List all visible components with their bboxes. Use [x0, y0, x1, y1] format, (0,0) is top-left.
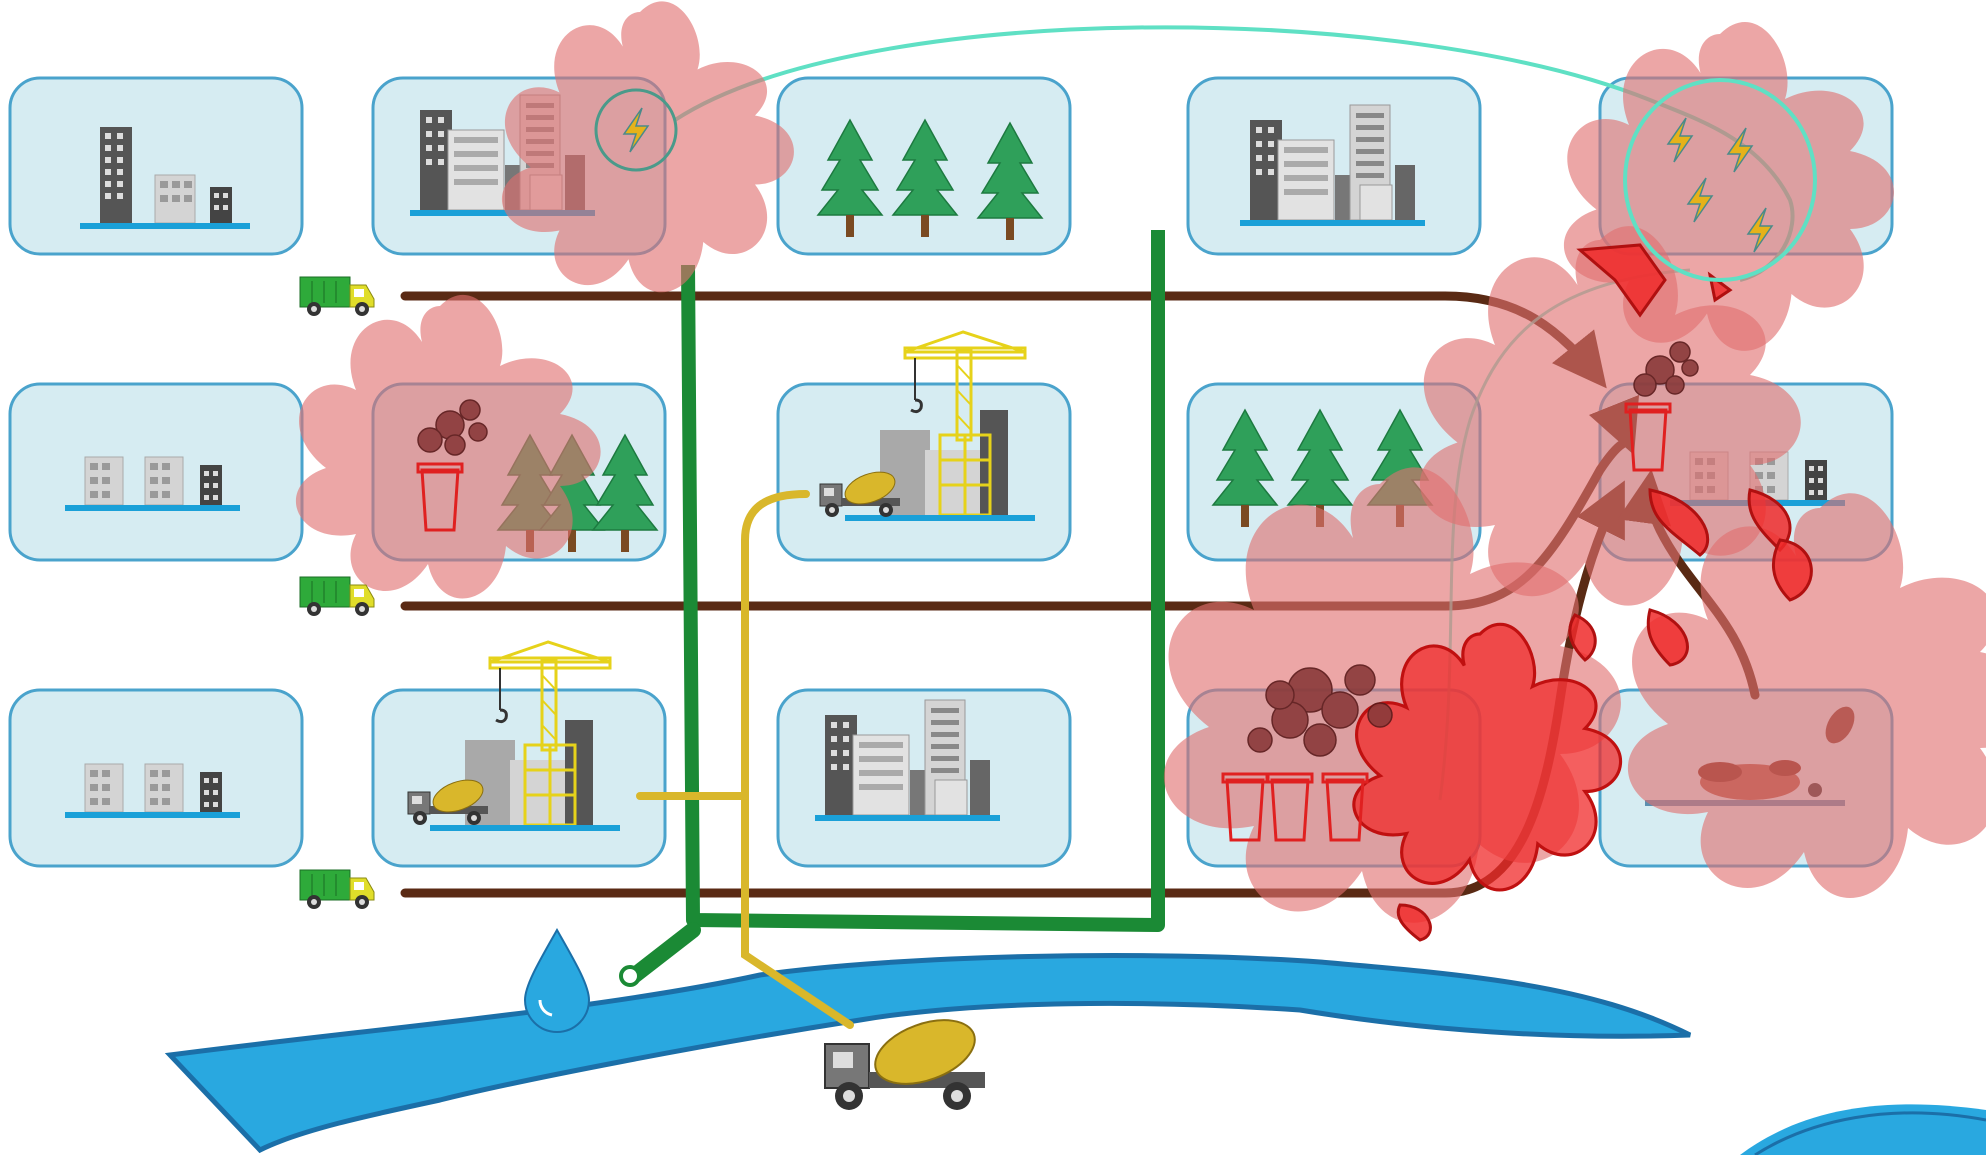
garbage-truck-icon — [299, 869, 375, 910]
concrete-pipes — [636, 490, 854, 1029]
contamination-fragments — [1396, 243, 1813, 942]
water-drop-icon — [523, 927, 591, 1033]
waste-pipe-top — [400, 291, 1607, 389]
garbage-truck-icon — [299, 276, 375, 317]
power-plant-icon — [1623, 78, 1817, 282]
power-plant-icon — [594, 88, 678, 172]
residential-building-icon — [64, 763, 241, 819]
residential-building-icon — [64, 456, 241, 512]
wave-ornament — [1740, 1104, 1986, 1155]
water-intake — [619, 965, 641, 987]
water-drop-highlight — [538, 999, 553, 1017]
smoke-icon — [417, 341, 1699, 757]
water-pipes — [627, 230, 1165, 983]
river — [164, 953, 1692, 1154]
